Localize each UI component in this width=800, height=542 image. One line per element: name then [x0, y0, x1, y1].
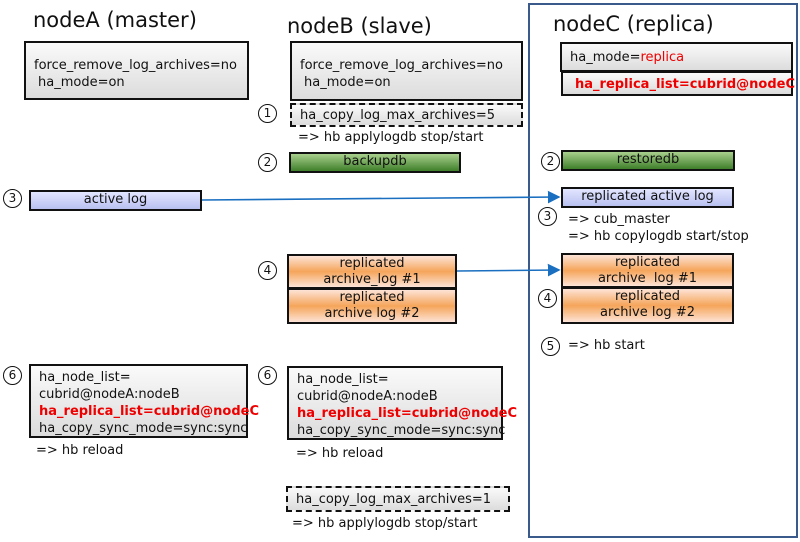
step-4-marker: 4	[538, 289, 557, 308]
label-line: archive log #1	[597, 271, 698, 286]
config-line: force_remove_log_archives=no	[300, 58, 503, 73]
label-line: replicated	[339, 256, 405, 271]
replicated-active-log: replicated active log	[561, 187, 734, 208]
step-3-marker: 3	[538, 207, 557, 226]
restoredb: restoredb	[561, 150, 735, 171]
label-line: replicated	[615, 255, 680, 270]
config-value: replica	[640, 50, 685, 65]
config-key: ha_mode=	[570, 50, 641, 65]
config-line: cubrid@nodeA:nodeB	[39, 387, 180, 402]
nodeA-config: force_remove_log_archives=no ha_mode=on	[24, 41, 249, 100]
config-line: ha_mode=on	[38, 75, 125, 90]
applylogdb-command: => hb applylogdb stop/start	[298, 130, 484, 145]
archive-log-arrow	[456, 263, 561, 277]
backupdb: backupdb	[289, 152, 461, 173]
config-line: ha_node_list=	[297, 372, 389, 387]
label-line: archive_log #1	[323, 272, 421, 287]
nodeC-title: nodeC (replica)	[553, 12, 714, 36]
active-log: active log	[29, 190, 202, 211]
applylogdb-command-final: => hb applylogdb stop/start	[292, 516, 478, 531]
config-line: force_remove_log_archives=no	[34, 58, 237, 73]
label-line: archive log #2	[600, 305, 695, 320]
reload-command: => hb reload	[36, 443, 124, 458]
config-line: ha_replica_list=cubrid@nodeC	[39, 404, 259, 419]
nodeB-title: nodeB (slave)	[287, 14, 432, 38]
step-3-marker: 3	[3, 189, 22, 208]
config-line: cubrid@nodeA:nodeB	[297, 389, 438, 404]
step-4-marker: 4	[258, 261, 277, 280]
active-log-arrow	[201, 190, 561, 204]
nodeC-ha-mode: ha_mode=replica	[560, 42, 793, 72]
step-2-marker: 2	[258, 153, 277, 172]
step-6-marker: 6	[3, 366, 22, 385]
nodeA-final-config: ha_node_list= cubrid@nodeA:nodeB ha_repl…	[29, 364, 259, 438]
config-line: ha_mode=on	[304, 75, 391, 90]
nodeB-final-config: ha_node_list= cubrid@nodeA:nodeB ha_repl…	[287, 366, 517, 440]
step-5-marker: 5	[541, 337, 560, 356]
copylogdb-command: => hb copylogdb start/stop	[568, 229, 749, 244]
copy-max-archives-final: ha_copy_log_max_archives=1	[286, 486, 510, 512]
config-line: ha_node_list=	[39, 370, 131, 385]
config-line: ha_copy_sync_mode=sync:sync	[39, 421, 248, 436]
nodeA-title: nodeA (master)	[33, 8, 197, 32]
config-line: ha_copy_sync_mode=sync:sync	[297, 423, 506, 438]
reload-command: => hb reload	[296, 446, 384, 461]
label-line: replicated	[615, 289, 680, 304]
copy-max-archives-setting: ha_copy_log_max_archives=5	[290, 103, 523, 127]
hb-start-command: => hb start	[568, 338, 645, 353]
nodeB-config: force_remove_log_archives=no ha_mode=on	[290, 41, 523, 101]
nodeC-replica-list: ha_replica_list=cubrid@nodeC	[561, 71, 795, 96]
step-6-marker: 6	[258, 366, 277, 385]
label-line: replicated	[339, 290, 405, 305]
config-line: ha_replica_list=cubrid@nodeC	[297, 406, 517, 421]
step-2-marker: 2	[541, 152, 560, 171]
cub-master-command: => cub_master	[568, 212, 670, 227]
step-1-marker: 1	[258, 104, 277, 123]
label-line: archive log #2	[324, 306, 420, 321]
